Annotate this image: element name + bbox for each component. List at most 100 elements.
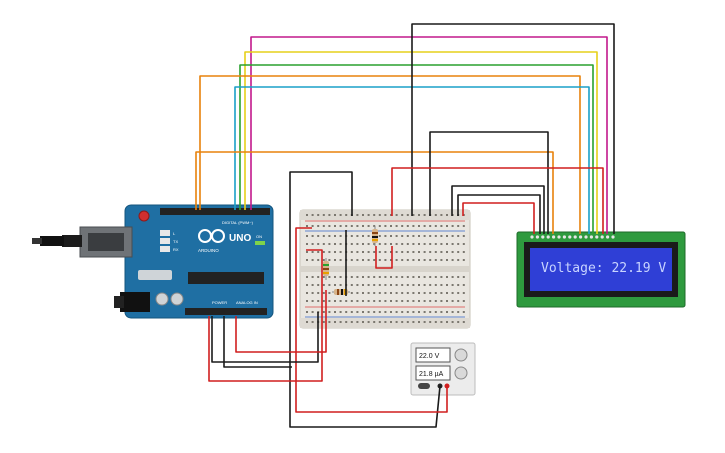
- breadboard-hole: [362, 311, 364, 313]
- breadboard-hole: [434, 225, 437, 227]
- breadboard-hole: [311, 311, 314, 313]
- breadboard-hole: [401, 225, 404, 227]
- breadboard-hole: [345, 214, 348, 216]
- breadboard-hole: [429, 251, 432, 253]
- power-switch[interactable]: [418, 383, 430, 389]
- breadboard-hole: [401, 235, 404, 237]
- breadboard-hole: [423, 251, 426, 253]
- wires: [195, 23, 615, 428]
- breadboard-hole: [440, 251, 443, 253]
- breadboard-hole: [373, 300, 376, 302]
- breadboard-hole: [418, 292, 420, 294]
- breadboard-hole: [367, 251, 370, 253]
- breadboard-hole: [418, 243, 420, 245]
- lcd-pin: [562, 235, 567, 239]
- wire-black-left-loop: [289, 171, 441, 428]
- breadboard-hole: [384, 259, 387, 261]
- lcd-pin: [541, 235, 545, 239]
- breadboard-hole: [412, 311, 415, 313]
- breadboard-hole: [317, 284, 320, 286]
- breadboard-hole: [395, 251, 398, 253]
- breadboard-hole: [373, 251, 376, 253]
- breadboard-hole: [311, 243, 314, 245]
- on-label: ON: [256, 234, 262, 239]
- breadboard-hole: [429, 300, 432, 302]
- breadboard-hole: [395, 243, 398, 245]
- breadboard-hole: [440, 259, 443, 261]
- capacitor-1: [155, 292, 169, 306]
- breadboard-hole: [446, 243, 448, 245]
- tx-label: TX: [173, 239, 178, 244]
- power-label: POWER: [212, 300, 227, 305]
- voltage-knob[interactable]: [454, 348, 468, 362]
- breadboard-hole: [339, 214, 342, 216]
- breadboard-hole: [406, 259, 409, 261]
- breadboard-hole: [446, 321, 448, 323]
- breadboard-hole: [434, 292, 437, 294]
- breadboard-hole: [362, 225, 364, 227]
- breadboard-hole: [451, 251, 454, 253]
- breadboard-hole: [401, 292, 404, 294]
- breadboard-hole: [317, 292, 320, 294]
- breadboard-hole: [423, 276, 426, 278]
- breadboard-hole: [311, 235, 314, 237]
- breadboard-hole: [367, 284, 370, 286]
- breadboard-hole: [367, 235, 370, 237]
- breadboard-hole: [412, 243, 415, 245]
- breadboard-hole: [350, 225, 353, 227]
- led-on: [255, 241, 265, 245]
- breadboard-hole: [339, 243, 342, 245]
- breadboard-hole: [356, 214, 359, 216]
- breadboard-hole: [334, 311, 336, 313]
- breadboard-hole: [390, 243, 392, 245]
- breadboard-hole: [334, 284, 336, 286]
- breadboard-hole: [451, 284, 454, 286]
- breadboard-hole: [440, 300, 443, 302]
- breadboard-hole: [345, 225, 348, 227]
- led-tx: [160, 238, 170, 244]
- breadboard-hole: [311, 276, 314, 278]
- breadboard-hole: [367, 311, 370, 313]
- resistor-3: [332, 289, 350, 295]
- breadboard-hole: [457, 243, 460, 245]
- breadboard-hole: [328, 251, 331, 253]
- lcd-module: Voltage: 22.19 V: [516, 231, 686, 308]
- breadboard-hole: [395, 214, 398, 216]
- breadboard-hole: [412, 276, 415, 278]
- breadboard-hole: [362, 235, 364, 237]
- breadboard-hole: [373, 225, 376, 227]
- lcd-pin: [535, 235, 540, 239]
- breadboard-hole: [446, 284, 448, 286]
- power-analog-header: [185, 308, 267, 315]
- breadboard-hole: [457, 300, 460, 302]
- breadboard-hole: [339, 311, 342, 313]
- breadboard-hole: [406, 235, 409, 237]
- breadboard-hole: [334, 235, 336, 237]
- breadboard-hole: [373, 311, 376, 313]
- lcd-pin: [573, 235, 577, 239]
- wire-orange-mid: [195, 151, 554, 234]
- breadboard-hole: [306, 321, 308, 323]
- breadboard-hole: [406, 311, 409, 313]
- breadboard-hole: [395, 284, 398, 286]
- breadboard-hole: [390, 292, 392, 294]
- breadboard-hole: [423, 300, 426, 302]
- breadboard-hole: [401, 300, 404, 302]
- breadboard-hole: [418, 259, 420, 261]
- breadboard-hole: [373, 243, 376, 245]
- breadboard-hole: [384, 276, 387, 278]
- reset-button[interactable]: [138, 210, 150, 222]
- breadboard-hole: [434, 284, 437, 286]
- arduino-uno-board: UNO ARDUINO DIGITAL (PWM~) POWER ANALOG …: [32, 204, 274, 319]
- breadboard-hole: [328, 292, 331, 294]
- breadboard-hole: [440, 321, 443, 323]
- breadboard-hole: [384, 300, 387, 302]
- breadboard-hole: [328, 321, 331, 323]
- breadboard-hole: [362, 214, 364, 216]
- breadboard-hole: [311, 225, 314, 227]
- breadboard-hole: [429, 235, 432, 237]
- current-knob[interactable]: [454, 366, 468, 380]
- wire-red-short: [462, 202, 535, 234]
- breadboard-hole: [412, 251, 415, 253]
